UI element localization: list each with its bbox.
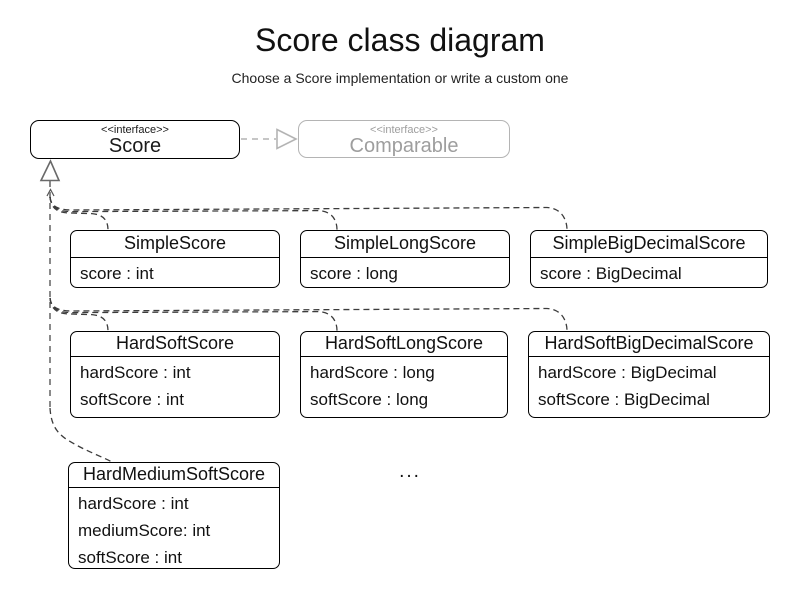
class-name: SimpleBigDecimalScore [531,231,767,258]
hollow-triangle-arrowhead-up [39,159,61,182]
class-attribute: softScore : int [80,390,184,409]
interface-stereotype: <<interface>> [101,124,169,136]
class-name: HardMediumSoftScore [69,463,279,488]
class-attribute: softScore : BigDecimal [538,390,710,409]
class-name: HardSoftBigDecimalScore [529,332,769,357]
class-attributes: score : long [301,258,509,287]
class-name: SimpleScore [71,231,279,258]
converging-lines-chevron [46,188,55,197]
class-box-simplescore: SimpleScore score : int [70,230,280,288]
class-attributes: score : int [71,258,279,287]
class-box-simplebigdecimalscore: SimpleBigDecimalScore score : BigDecimal [530,230,768,288]
class-attribute: score : BigDecimal [540,264,682,283]
class-name: HardSoftScore [71,332,279,357]
class-box-simplelongscore: SimpleLongScore score : long [300,230,510,288]
class-name: HardSoftLongScore [301,332,507,357]
branch-to-hardsoftscore [49,297,109,332]
interface-box-comparable: <<interface>> Comparable [298,120,510,158]
class-attributes: hardScore : long softScore : long [301,357,507,413]
page-title: Score class diagram [255,22,545,58]
class-attribute: hardScore : BigDecimal [538,363,717,382]
class-name: SimpleLongScore [301,231,509,258]
class-attribute: softScore : int [78,548,182,567]
class-attributes: hardScore : BigDecimal softScore : BigDe… [529,357,769,413]
interface-stereotype: <<interface>> [370,124,438,136]
class-box-hardsoftlongscore: HardSoftLongScore hardScore : long softS… [300,331,508,418]
class-attribute: score : long [310,264,398,283]
class-box-hardmediumsoftscore: HardMediumSoftScore hardScore : int medi… [68,462,280,569]
branch-to-simplescore [49,196,109,231]
branch-to-hardsoftlongscore [49,297,338,332]
interface-box-score: <<interface>> Score [30,120,240,159]
class-attribute: mediumScore: int [78,521,211,540]
branch-to-simplebigdecimalscore [49,196,568,231]
class-attributes: score : BigDecimal [531,258,767,287]
class-attribute: hardScore : int [78,494,189,513]
branch-to-hardsoftbigdecimalscore [49,297,568,332]
more-implementations-ellipsis: ... [399,461,421,482]
class-attribute: score : int [80,264,154,283]
interface-name: Comparable [349,135,459,157]
branch-to-simplelongscore [49,196,338,231]
class-attribute: hardScore : long [310,363,435,382]
class-attribute: softScore : long [310,390,429,409]
class-attributes: hardScore : int softScore : int [71,357,279,413]
class-attribute: hardScore : int [80,363,191,382]
class-attributes: hardScore : int mediumScore: int softSco… [69,488,279,571]
hollow-triangle-arrowhead-right [276,128,298,150]
class-box-hardsoftbigdecimalscore: HardSoftBigDecimalScore hardScore : BigD… [528,331,770,418]
class-box-hardsoftscore: HardSoftScore hardScore : int softScore … [70,331,280,418]
page-subtitle: Choose a Score implementation or write a… [231,70,569,86]
interface-name: Score [108,135,162,157]
